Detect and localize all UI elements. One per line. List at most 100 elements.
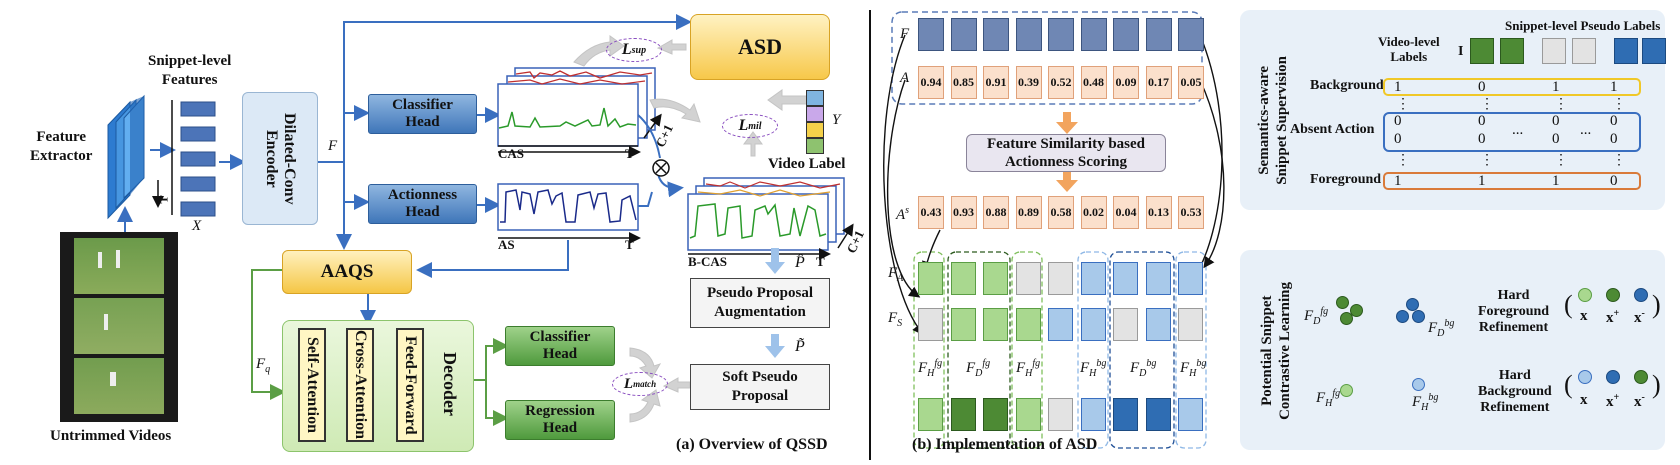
fg-dot-3 [1340, 312, 1353, 325]
foreground-row-box [1383, 172, 1641, 190]
bcas-t-label: T [816, 254, 825, 269]
pseudo-label-square [1470, 38, 1494, 64]
matrix-value: 1 [1610, 79, 1618, 95]
matrix-value: 0 [1478, 79, 1486, 95]
matrix-ellipsis: ... [1580, 122, 1592, 138]
feature-cell [983, 18, 1009, 51]
bcas-chart [687, 177, 854, 260]
group-label: FDfg [966, 358, 991, 379]
group-label: FHbg [1180, 358, 1207, 379]
similarity-value-cell: 0.58 [1048, 196, 1074, 229]
fdbg-label: FDbg [1428, 318, 1455, 339]
fa-label: FA [888, 265, 904, 284]
decoder-classifier-head: Classifier Head [505, 326, 615, 366]
similarity-value-cell: 0.04 [1113, 196, 1139, 229]
self-attention-block: Self-Attention [298, 328, 326, 442]
refined-cell [918, 398, 943, 431]
bg-xplus-label: x+ [1606, 392, 1620, 410]
matrix-value: 1 [1394, 79, 1402, 95]
dilated-conv-encoder: Dilated-Conv Encoder [242, 92, 318, 225]
fhfg-label: FHfg [1316, 388, 1341, 409]
actionness-value-cell: 0.17 [1145, 66, 1172, 99]
matrix-value: 1 [1394, 173, 1402, 189]
f-feature-label: F [328, 138, 338, 154]
pseudo-label-square [1614, 38, 1638, 64]
refined-cell [1048, 398, 1073, 431]
hard-background-label: Hard Background Refinement [1478, 368, 1552, 415]
feature-cell [1113, 18, 1139, 51]
fs-cell [1145, 308, 1171, 341]
fs-cell [1178, 308, 1203, 341]
fs-cell [950, 308, 976, 341]
actionness-value-cell: 0.91 [983, 66, 1009, 99]
caption-a: (a) Overview of QSSD [676, 436, 828, 453]
fq-label: Fq [256, 356, 271, 375]
decoder-label: Decoder [440, 352, 460, 416]
fg-xminus-label: x- [1634, 308, 1645, 326]
video-level-labels-title: Video-level Labels [1378, 34, 1440, 64]
matrix-vdots: ⋮ [1554, 153, 1568, 168]
matrix-vdots: ⋮ [1396, 153, 1410, 168]
semantics-aware-title: Semantics-aware Snippet Supervision [1256, 55, 1290, 185]
matrix-vdots: ⋮ [1612, 153, 1626, 168]
cas-t-label: T [625, 146, 634, 161]
fg-hard-dot [1340, 384, 1353, 397]
video-label-stack [806, 90, 824, 154]
as-t-label: T [625, 237, 634, 252]
mid-as-label: As [896, 205, 910, 223]
row-absent-label: Absent Action [1290, 122, 1375, 137]
bcas-label: B-CAS [688, 254, 728, 269]
fg-x-label: x [1580, 308, 1588, 324]
pseudo-label-square [1572, 38, 1596, 64]
p-tilde-label: P̃ [795, 338, 805, 355]
fa-cell [1145, 262, 1171, 295]
fg-dot-1 [1336, 296, 1349, 309]
fg-bracket-right: ) [1652, 290, 1661, 319]
fg-x-dot [1578, 288, 1592, 302]
row-background-label: Background [1310, 78, 1384, 93]
matrix-value: 1 [1552, 173, 1560, 189]
actionness-value-cell: 0.09 [1113, 66, 1139, 99]
row-foreground-label: Foreground [1310, 172, 1382, 187]
similarity-value-cell: 0.53 [1178, 196, 1204, 229]
feature-cell [1178, 18, 1204, 51]
matrix-value: 1 [1478, 173, 1486, 189]
fa-cell [1113, 262, 1138, 295]
fhbg-label: FHbg [1412, 392, 1439, 413]
t-axis-label: T [156, 195, 171, 204]
group-label: FHbg [1080, 358, 1107, 379]
mid-f-label: F [900, 26, 910, 42]
bg-bracket-right: ) [1652, 370, 1661, 399]
feature-cell [1048, 18, 1074, 51]
caption-b: (b) Implementation of ASD [912, 436, 1098, 453]
feed-forward-block: Feed-Forward [396, 328, 424, 442]
contrastive-panel [1240, 250, 1665, 450]
matrix-vdots: ⋮ [1480, 97, 1494, 112]
matrix-vdots: ⋮ [1480, 153, 1494, 168]
bg-bracket-left: ( [1564, 370, 1573, 399]
fg-xplus-dot [1606, 288, 1620, 302]
fs-cell [983, 308, 1008, 341]
fa-cell [983, 262, 1008, 295]
refined-cell [1145, 398, 1171, 431]
matrix-vdots: ⋮ [1554, 97, 1568, 112]
bg-xminus-dot [1634, 370, 1648, 384]
background-row-box [1383, 78, 1641, 96]
untrimmed-videos-label: Untrimmed Videos [50, 428, 172, 444]
snippet-features-label: Snippet-level Features [148, 53, 232, 88]
bg-dot-3 [1412, 310, 1425, 323]
fdfg-label: FDfg [1304, 306, 1329, 327]
bg-x-label: x [1580, 392, 1588, 408]
contrastive-title: Potential Snippet Contrastive Learning [1259, 282, 1293, 420]
matrix-ellipsis: ... [1512, 122, 1524, 138]
fs-cell [918, 308, 943, 341]
similarity-value-cell: 0.02 [1080, 196, 1107, 229]
bg-hard-dot [1412, 378, 1425, 391]
refined-cell [983, 398, 1008, 431]
fg-xminus-dot [1634, 288, 1648, 302]
hard-foreground-label: Hard Foreground Refinement [1478, 288, 1550, 335]
fa-cell [1015, 262, 1041, 295]
